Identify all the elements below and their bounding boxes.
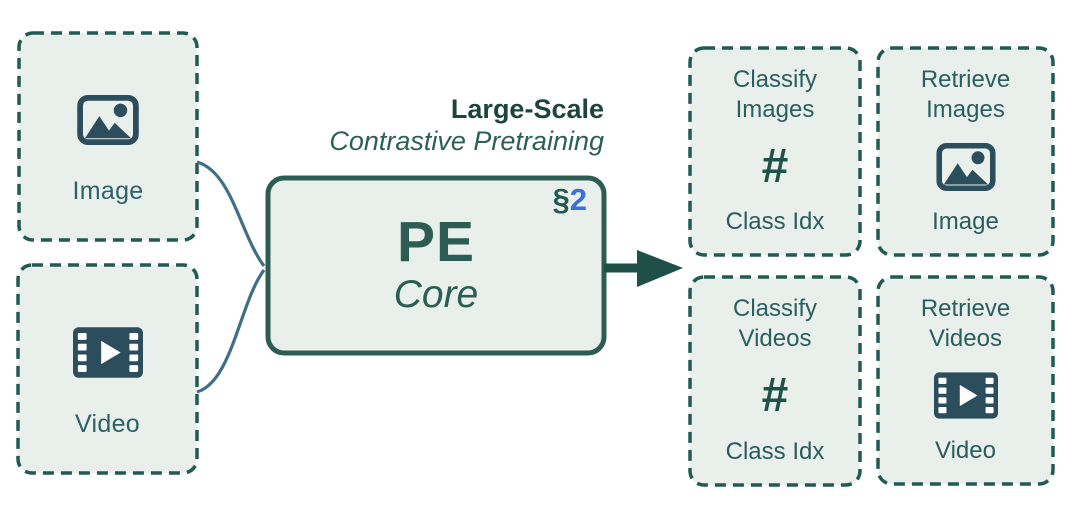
hash-glyph: # xyxy=(761,139,789,193)
result-label: Video xyxy=(935,437,996,464)
input-label-video: Video xyxy=(75,409,140,438)
model-name: PE xyxy=(396,210,476,275)
output-title-line1: Retrieve xyxy=(920,66,1011,93)
input-box-image: Image xyxy=(19,33,197,240)
caption-line-italic: Contrastive Pretraining xyxy=(329,125,604,156)
model-variant: Core xyxy=(393,273,479,317)
result-label: Class Idx xyxy=(725,438,825,465)
curve-image-to-core xyxy=(196,160,266,267)
hash-glyph: # xyxy=(761,369,789,422)
section-number: 2 xyxy=(569,182,587,217)
input-label-image: Image xyxy=(72,177,144,205)
image-icon xyxy=(935,142,996,192)
video-icon xyxy=(933,371,998,421)
video-icon xyxy=(72,326,143,380)
output-box-classify-images: Classify Images # Class Idx xyxy=(690,48,860,255)
pe-core-box: §2 PE Core xyxy=(268,178,604,353)
output-title-line2: Videos xyxy=(929,325,1002,352)
curve-video-to-core xyxy=(196,269,266,394)
output-title-line2: Images xyxy=(735,96,815,123)
output-title: Classify Videos xyxy=(733,294,817,354)
output-title: Retrieve Videos xyxy=(921,294,1010,354)
result-label: Class Idx xyxy=(725,208,825,235)
output-title-line1: Classify xyxy=(732,66,817,93)
output-box-classify-videos: Classify Videos # Class Idx xyxy=(690,277,860,485)
output-title-line1: Retrieve xyxy=(920,295,1011,322)
input-box-video: Video xyxy=(18,265,197,473)
output-box-retrieve-images: Retrieve Images Image xyxy=(878,48,1053,255)
core-output-arrow-head xyxy=(637,250,683,287)
pretraining-caption: Large-Scale Contrastive Pretraining xyxy=(329,94,604,158)
output-title: Classify Images xyxy=(733,65,817,125)
section-ref: §2 xyxy=(553,184,588,215)
section-symbol: § xyxy=(552,182,570,217)
result-label: Image xyxy=(932,208,999,235)
image-icon xyxy=(77,93,139,147)
caption-line-bold: Large-Scale xyxy=(450,94,604,124)
output-title-line1: Classify xyxy=(732,295,817,322)
output-title-line2: Images xyxy=(926,96,1005,123)
output-title-line2: Videos xyxy=(738,325,812,352)
output-title: Retrieve Images xyxy=(921,65,1010,125)
output-box-retrieve-videos: Retrieve Videos Video xyxy=(878,277,1053,484)
